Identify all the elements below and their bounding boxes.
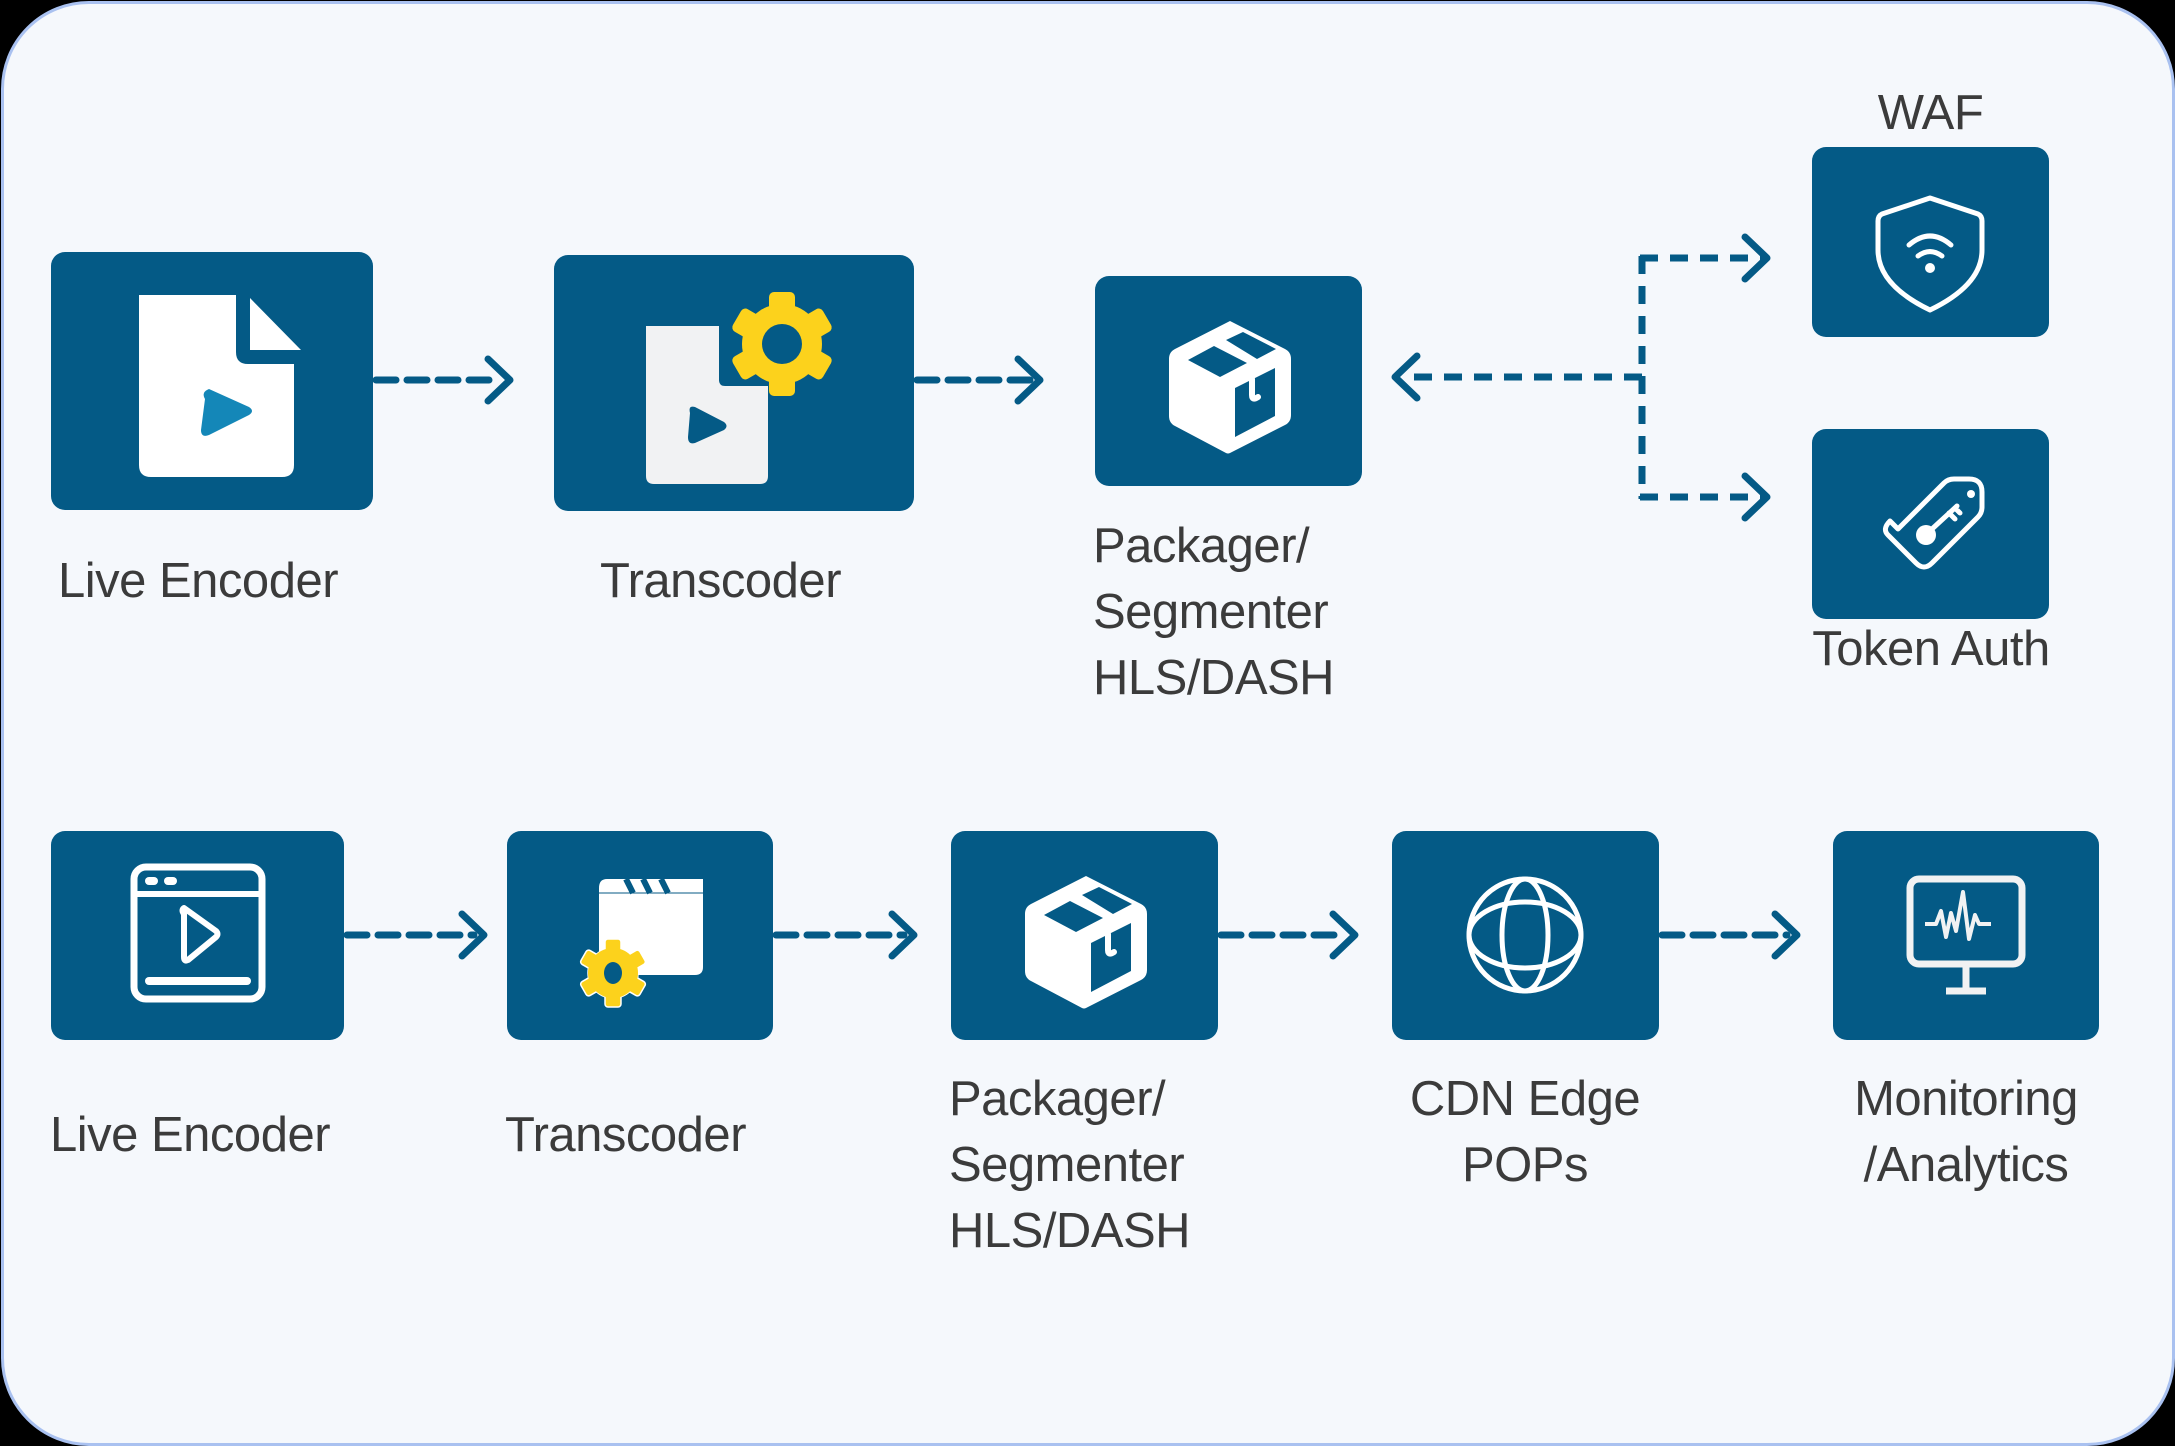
clapperboard-gear-icon bbox=[579, 877, 703, 1008]
node-packager-2[interactable] bbox=[951, 831, 1218, 1040]
package-box-icon bbox=[1169, 321, 1291, 454]
label-transcoder: Transcoder bbox=[600, 554, 842, 608]
label-live-encoder: Live Encoder bbox=[58, 554, 339, 608]
video-player-window-icon bbox=[130, 863, 266, 1003]
label-transcoder-2: Transcoder bbox=[505, 1108, 747, 1162]
shield-wifi-icon bbox=[1875, 195, 1985, 313]
node-waf[interactable] bbox=[1812, 147, 2049, 337]
label-cdn-edge: CDN Edge POPs bbox=[1409, 1072, 1641, 1192]
label-monitoring: Monitoring /Analytics bbox=[1854, 1072, 2078, 1192]
label-live-encoder-2: Live Encoder bbox=[50, 1108, 331, 1162]
monitor-pulse-icon bbox=[1906, 875, 2026, 995]
node-cdn-edge[interactable] bbox=[1392, 831, 1659, 1040]
node-monitoring[interactable] bbox=[1833, 831, 2099, 1040]
key-tag-icon bbox=[1882, 476, 1985, 570]
label-waf: WAF bbox=[1877, 86, 1984, 140]
label-token-auth: Token Auth bbox=[1812, 622, 2050, 676]
node-packager[interactable] bbox=[1095, 276, 1362, 486]
globe-icon bbox=[1466, 876, 1584, 994]
node-token-auth[interactable] bbox=[1812, 429, 2049, 619]
video-file-gear-icon bbox=[646, 292, 832, 484]
node-live-encoder[interactable] bbox=[51, 252, 373, 510]
label-packager-2: Packager/ Segmenter HLS/DASH bbox=[949, 1072, 1191, 1258]
video-file-icon bbox=[139, 295, 301, 477]
node-transcoder[interactable] bbox=[554, 255, 914, 511]
node-live-encoder-2[interactable] bbox=[51, 831, 344, 1040]
node-transcoder-2[interactable] bbox=[507, 831, 773, 1040]
label-packager: Packager/ Segmenter HLS/DASH bbox=[1093, 519, 1335, 705]
package-box-icon bbox=[1025, 876, 1147, 1009]
